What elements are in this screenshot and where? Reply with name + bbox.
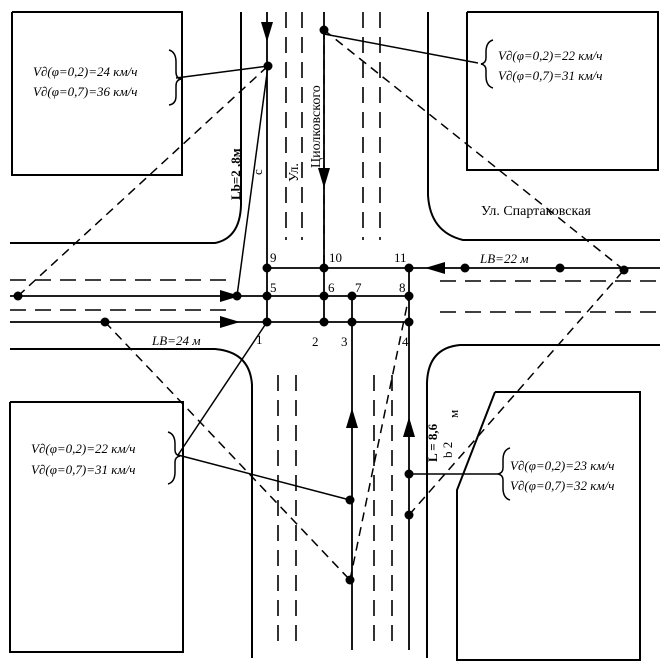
node-2-dot [319,317,329,327]
point-east-3 [619,265,629,275]
dim-lb-top-sub: с [250,169,265,175]
node-label-11: 11 [394,250,407,265]
speed-block-bottom-right: V∂(φ=0,2)=23 км/ч V∂(φ=0,7)=32 км/ч [510,458,614,493]
node-label-1: 1 [256,332,263,347]
arrow-right-row-mid [220,290,240,302]
dim-lb-bottom-sub: b 2 [440,442,455,458]
dim-lb-bottom: L = 8,6 [425,423,440,462]
arrow-down-tsiolk [318,168,330,188]
brace-tr [480,39,494,89]
arrows [220,22,445,437]
node-5-dot [262,291,272,301]
speed-bl-line2: V∂(φ=0,7)=31 км/ч [31,462,135,477]
dim-lb-left: LB=24 м [151,333,201,348]
node-label-10: 10 [329,250,342,265]
node-label-7: 7 [355,280,362,295]
brace-tl [168,49,182,106]
point-left-low [100,317,110,327]
sight-tl-a [17,65,269,297]
speed-tl-line1: V∂(φ=0,2)=24 км/ч [33,64,137,79]
block-bottom-right [456,391,641,661]
brace-br [497,447,511,501]
speed-br-line2: V∂(φ=0,7)=32 км/ч [510,478,614,493]
speed-block-bottom-left: V∂(φ=0,2)=22 км/ч V∂(φ=0,7)=31 км/ч [31,441,135,477]
curb-bottom-right [426,344,660,658]
arrow-right-row-low [220,316,240,328]
curb-bottom-left [10,348,253,658]
arrow-left-east [425,262,445,274]
leaders [175,33,498,501]
point-south-b [345,575,355,585]
node-3-dot [347,317,357,327]
node-11-dot [404,263,414,273]
node-label-2: 2 [312,334,319,349]
speed-block-top-left: V∂(φ=0,2)=24 км/ч V∂(φ=0,7)=36 км/ч [33,64,137,99]
speed-tl-line2: V∂(φ=0,7)=36 км/ч [33,84,137,99]
speed-tr-line2: V∂(φ=0,7)=31 км/ч [498,68,602,83]
leader-tl [175,65,269,79]
point-south-a [345,495,355,505]
node-label-4: 4 [402,334,409,349]
dim-lb-top: Lb=2 ,8м [228,148,243,200]
block-top-left [11,11,183,176]
point-east-1 [460,263,470,273]
node-8-dot [404,291,414,301]
leader-tl-b [236,65,269,297]
node-9-dot [262,263,272,273]
sight-r-a [408,269,625,516]
arrow-up-north [346,408,358,428]
speed-bl-line1: V∂(φ=0,2)=22 км/ч [31,441,135,456]
street-horizontal: Ул. Спартаковская [481,204,591,219]
sight-b-a [104,321,351,581]
street-vertical-name: Циолковского [309,85,324,168]
node-10-dot [319,263,329,273]
node-label-5: 5 [270,280,277,295]
node-label-6: 6 [328,280,335,295]
node-7-dot [347,291,357,301]
point-east-2 [555,263,565,273]
point-approach-1 [232,291,242,301]
block-bottom-left [9,401,184,653]
curb-top-left [10,12,242,244]
point-tl-source [263,61,273,71]
sight-tr-a [323,29,625,271]
node-4-dot [404,317,414,327]
block-top-right [466,11,659,171]
trajectories [10,12,660,650]
braces [167,39,511,501]
speed-tr-line1: V∂(φ=0,2)=22 км/ч [498,48,602,63]
point-south-c [404,469,414,479]
arrow-down-left-lane [261,22,273,42]
leader-tr [323,33,479,64]
lane-markings [10,12,660,650]
dim-lb-right: LB=22 м [479,251,529,266]
node-label-3: 3 [341,334,348,349]
node-label-9: 9 [270,250,277,265]
points [13,25,629,585]
leader-bl-b [177,321,268,456]
dim-lb-bottom-unit: м [446,410,461,418]
node-labels: 1 2 3 4 5 6 7 8 9 10 11 [256,250,409,349]
brace-bl [167,431,181,485]
street-vertical-prefix: Ул. [287,163,302,182]
point-left-end [13,291,23,301]
sight-b-b [349,295,410,581]
node-1-dot [262,317,272,327]
point-tr-source [319,25,329,35]
speed-block-top-right: V∂(φ=0,2)=22 км/ч V∂(φ=0,7)=31 км/ч [498,48,602,83]
curbs [10,12,660,658]
node-label-8: 8 [399,280,406,295]
curb-top-right [427,12,660,241]
node-6-dot [319,291,329,301]
speed-br-line1: V∂(φ=0,2)=23 км/ч [510,458,614,473]
sight-triangles [17,29,625,581]
point-south-d [404,510,414,520]
leader-bl-a [177,454,351,501]
arrow-up-right [403,417,415,437]
